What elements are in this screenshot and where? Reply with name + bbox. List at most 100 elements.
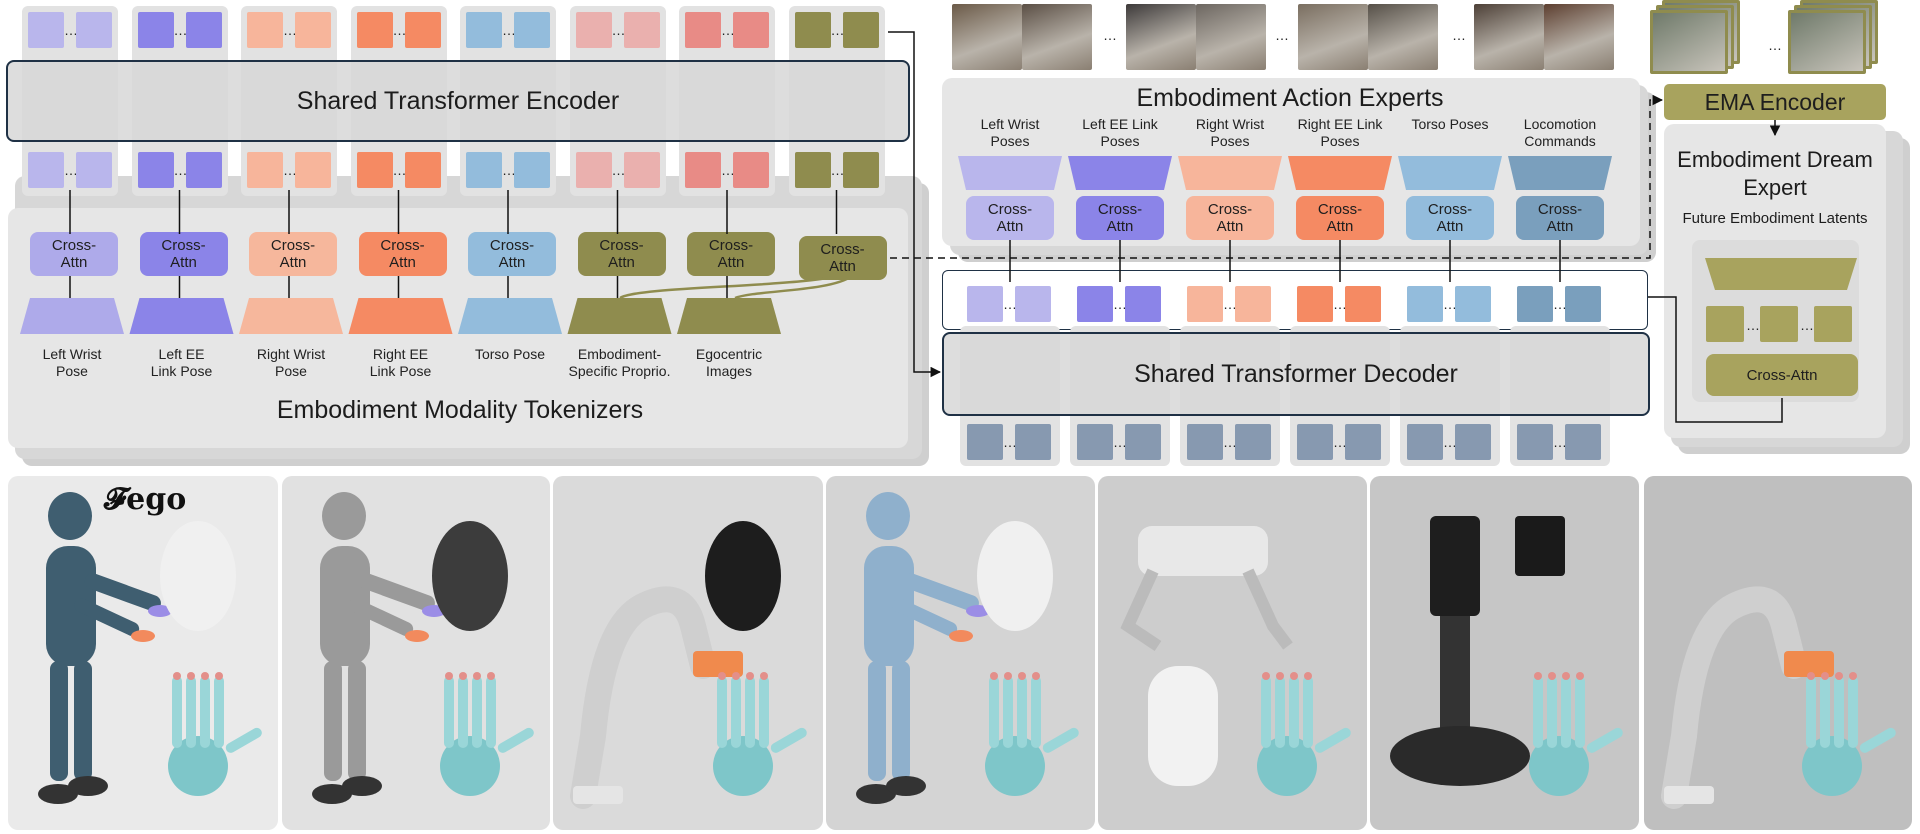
tokenizer-label: Left EE Link Pose: [150, 346, 213, 379]
encoder-output-token: [466, 152, 502, 188]
hand-finger-icon: [1533, 676, 1543, 748]
encoder-input-token: [356, 12, 393, 48]
robot-illustration: [312, 492, 534, 804]
finger-tip-icon: [1262, 672, 1270, 680]
robot-right-leg: [348, 661, 366, 781]
ema-frame-ellipsis: …: [1768, 37, 1782, 53]
scene-arm-with-scoop: [1644, 476, 1912, 830]
finger-tip-icon: [445, 672, 453, 680]
encoder-output-token: [356, 152, 393, 188]
encoder-input-ellipsis: …: [64, 22, 78, 38]
encoder-input-ellipsis: …: [502, 22, 516, 38]
decoder-query-token: [1187, 286, 1223, 322]
hand-thumb-icon: [1314, 727, 1351, 753]
hand-finger-icon: [1575, 676, 1585, 748]
mobile-manipulator-mast: [1430, 516, 1480, 616]
robot-illustration: [1661, 586, 1896, 809]
hand-finger-icon: [717, 676, 727, 748]
hand-palm-icon: [440, 736, 500, 796]
hand-palm-icon: [168, 736, 228, 796]
finger-tip-icon: [1821, 672, 1829, 680]
robot-arm: [348, 598, 414, 636]
decoder-output-token-pair: …: [967, 424, 1051, 460]
expert-cross-attn: Cross- Attn: [1186, 196, 1274, 240]
tokenizer-cross-attn: Cross- Attn: [358, 232, 447, 276]
decoder-query-ellipsis: …: [1333, 296, 1347, 312]
expert-label: Locomotion Commands: [1523, 116, 1597, 149]
robot-arm: [84, 573, 161, 612]
camera-frame: [1022, 4, 1092, 70]
finger-tip-icon: [718, 672, 726, 680]
encoder-output-token: [404, 152, 441, 188]
decoder-output-ellipsis: …: [1553, 434, 1567, 450]
decoder-output-token: [1345, 424, 1381, 460]
robot-illustration: [570, 521, 807, 809]
tokenizer-cross-attn: Cross- Attn: [687, 232, 775, 276]
decoder-query-token: [1077, 286, 1113, 322]
camera-frame: [1126, 4, 1196, 70]
dream-cross-attn: Cross-Attn: [1706, 354, 1858, 396]
expert-cross-attn: Cross- Attn: [1406, 196, 1494, 240]
encoder-input-token: [842, 12, 879, 48]
decoder-output-token: [1407, 424, 1443, 460]
encoder-input-token: [185, 12, 222, 48]
finger-tip-icon: [187, 672, 195, 680]
decoder-query-token: [1345, 286, 1381, 322]
decoder-query-token-pair: …: [1297, 286, 1381, 322]
robot-right-foot: [886, 776, 926, 796]
encoder-input-token: [623, 12, 660, 48]
hand-palm-icon: [1257, 736, 1317, 796]
hand-thumb-icon: [770, 727, 807, 753]
decoder-query-token: [1407, 286, 1443, 322]
hand-finger-icon: [1834, 676, 1844, 748]
robot-right-leg: [892, 661, 910, 781]
camera-frame-ellipsis: …: [1452, 27, 1466, 43]
tokenizer-label: Right Wrist Pose: [256, 346, 326, 379]
dream-latent-token: [1706, 306, 1744, 342]
hand-finger-icon: [1017, 676, 1027, 748]
finger-tip-icon: [1835, 672, 1843, 680]
encoder-output-token: [247, 152, 283, 188]
encoder-output-token: [842, 152, 879, 188]
expert-cross-attn: Cross- Attn: [1076, 196, 1164, 240]
finger-tip-icon: [1576, 672, 1584, 680]
tokenizer-label: Egocentric Images: [695, 346, 763, 379]
finger-tip-icon: [201, 672, 209, 680]
quadruped-body: [1138, 526, 1268, 576]
robot-illustration: [1120, 526, 1351, 796]
encoder-input-token: [794, 12, 831, 48]
tokenizer-cross-attn: Cross- Attn: [798, 236, 887, 280]
expert-cross-attn: Cross- Attn: [966, 196, 1054, 240]
scene-humanoid-dexterous-hand: [282, 476, 550, 830]
encoder-input-token: [685, 12, 721, 48]
encoder-input-token: [247, 12, 283, 48]
decoder-query-token: [1015, 286, 1051, 322]
encoder-output-token-pair: …: [466, 152, 550, 188]
robot-head: [48, 492, 92, 540]
robot-illustration: [856, 492, 1079, 804]
decoder-output-token: [1015, 424, 1051, 460]
robot-arm: [358, 573, 435, 612]
robot-arm: [74, 598, 140, 636]
encoder-output-ellipsis: …: [611, 162, 626, 178]
quadruped-leg: [1120, 568, 1162, 651]
hand-finger-icon: [1820, 676, 1830, 748]
right-hand-marker: [949, 630, 973, 642]
tokenizer-cross-attn: Cross- Attn: [249, 232, 337, 276]
decoder-output-ellipsis: …: [1223, 434, 1237, 450]
encoder-output-token: [295, 152, 331, 188]
finger-tip-icon: [215, 672, 223, 680]
camera-frame: [1544, 4, 1614, 70]
scene-arm-with-dexterous-hand: [553, 476, 823, 830]
end-effector: [1784, 651, 1834, 677]
left-hand-marker: [148, 605, 172, 617]
encoder-output-token: [575, 152, 612, 188]
hand-finger-icon: [1561, 676, 1571, 748]
camera-frame-ellipsis: …: [1275, 27, 1289, 43]
encoder-input-token: [514, 12, 550, 48]
encoder-output-token: [137, 152, 174, 188]
robot-torso: [864, 546, 914, 666]
encoder-input-token-pair: …: [356, 12, 441, 48]
encoder-output-ellipsis: …: [830, 162, 845, 178]
encoder-output-token: [28, 152, 64, 188]
